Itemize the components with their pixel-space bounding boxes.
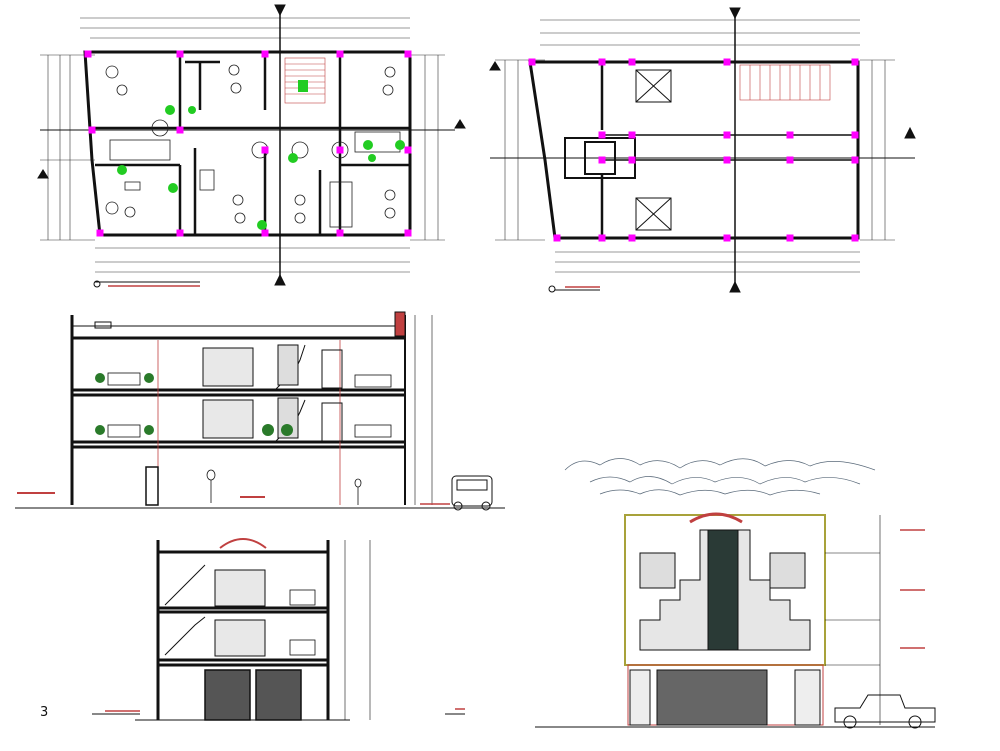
interior-walls — [90, 52, 410, 235]
level-tags — [900, 529, 925, 649]
stairs-right — [321, 349, 343, 442]
section-plants — [95, 373, 293, 436]
longitudinal-section — [15, 311, 505, 511]
windows-c — [214, 569, 266, 657]
floor-plan-open — [489, 7, 916, 293]
column — [96, 229, 104, 237]
car-front — [451, 475, 493, 511]
column — [598, 58, 606, 66]
column — [336, 146, 344, 154]
column — [786, 234, 794, 242]
title-marker-b — [548, 285, 556, 293]
bottom-dimension-lines-b — [555, 251, 860, 273]
tables-c — [289, 589, 316, 656]
column — [176, 50, 184, 58]
clouds — [564, 458, 876, 496]
level-marks-c — [344, 540, 371, 720]
level-marks-e — [825, 515, 881, 725]
furniture — [105, 64, 401, 228]
section-marker-right-b — [904, 126, 916, 139]
door — [145, 466, 159, 506]
side-windows — [639, 552, 806, 589]
right-dimension-lines-b — [860, 59, 895, 241]
column — [404, 146, 412, 154]
shutters-c — [204, 669, 302, 721]
column — [851, 131, 859, 139]
stairs-b — [739, 64, 831, 101]
column — [404, 229, 412, 237]
storefront — [627, 664, 824, 726]
glass-column — [707, 529, 739, 651]
people — [206, 469, 362, 505]
bottom-dimension-lines — [95, 247, 410, 273]
column — [723, 131, 731, 139]
plants — [117, 105, 405, 230]
section-marker-top-b — [729, 7, 741, 20]
section-marker-left — [37, 169, 49, 179]
column — [553, 234, 561, 242]
outer-wall — [83, 50, 412, 237]
section-marker-left-b — [489, 61, 501, 71]
right-dimension-lines — [410, 54, 445, 241]
column — [176, 126, 184, 134]
section-marker-bottom — [274, 273, 286, 286]
column — [786, 131, 794, 139]
column — [851, 58, 859, 66]
structural-columns-b — [528, 58, 859, 242]
column — [176, 229, 184, 237]
arch-top — [219, 538, 267, 549]
outer-wall-b — [528, 60, 860, 240]
window-panels — [202, 347, 254, 439]
stair-c — [164, 564, 206, 656]
arch — [689, 512, 743, 524]
section-marker-bottom-b — [729, 280, 741, 293]
structural-columns — [84, 50, 412, 237]
sofas — [107, 372, 392, 438]
front-elevation — [535, 458, 936, 729]
column — [786, 156, 794, 164]
floor-slabs-c — [158, 550, 328, 667]
column — [723, 156, 731, 164]
column — [628, 131, 636, 139]
column — [598, 234, 606, 242]
title-marker — [93, 280, 101, 288]
cross-section — [92, 538, 465, 721]
page-number: 3 — [40, 705, 48, 720]
shafts-b — [635, 69, 672, 231]
section-marker-right — [454, 119, 466, 129]
column — [336, 50, 344, 58]
column — [598, 156, 606, 164]
column — [628, 156, 636, 164]
parapet — [72, 311, 406, 337]
column — [851, 156, 859, 164]
column — [851, 234, 859, 242]
column — [88, 126, 96, 134]
column — [628, 234, 636, 242]
green-plant — [298, 80, 308, 92]
column — [723, 58, 731, 66]
top-dimension-lines-b — [540, 19, 860, 46]
column — [598, 131, 606, 139]
floor-slabs — [72, 336, 405, 449]
column — [261, 146, 269, 154]
top-dimension-lines — [80, 17, 410, 39]
column — [404, 50, 412, 58]
column — [261, 229, 269, 237]
column — [84, 50, 92, 58]
floor-plan-offices — [37, 4, 466, 288]
level-marks-right — [414, 315, 433, 505]
column — [723, 234, 731, 242]
left-dimension-lines-b — [495, 59, 545, 241]
column — [336, 229, 344, 237]
column — [261, 50, 269, 58]
section-marker-top — [274, 4, 286, 17]
pickup-truck — [834, 694, 936, 729]
column — [528, 58, 536, 66]
column — [628, 58, 636, 66]
